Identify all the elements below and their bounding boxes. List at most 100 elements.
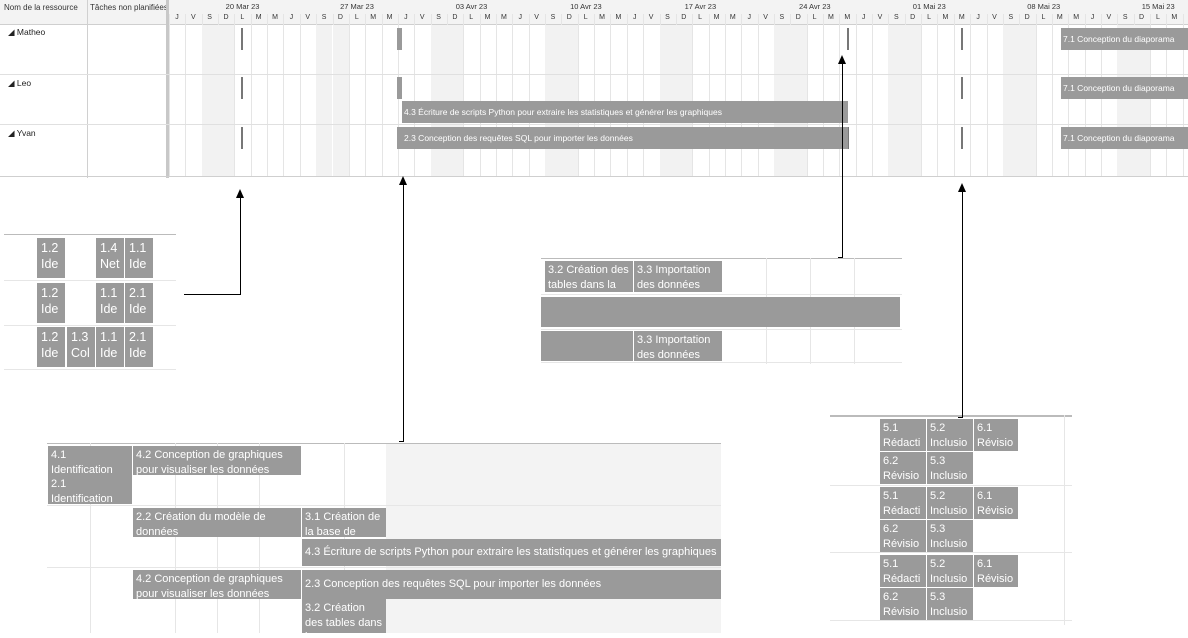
day-gridline [855,14,857,176]
table-divider[interactable] [166,0,169,178]
task-marker[interactable] [961,28,963,50]
day-gridline [643,14,645,176]
zoom-task-cell[interactable]: 4.1 Identification des statistiques [48,446,132,475]
zoom-task-cell[interactable]: 1.2 Ide [37,238,65,278]
task-marker[interactable] [961,77,963,99]
zoom-task-cell[interactable]: 1.1 Ide [96,283,124,323]
gantt-bar-diaporama[interactable]: 7.1 Conception du diaporama [1061,77,1188,99]
zoom-task-cell[interactable]: 1.4 Net [96,238,124,278]
zoom-task-cell[interactable]: 5.3 Inclusio [927,452,973,484]
zoom-task-cell[interactable]: 4.3 Écriture de scripts Python pour extr… [302,539,721,566]
zoom-task-cell[interactable]: 3.3 Importation des données [634,331,722,361]
day-label: J [976,14,980,21]
grid-line [47,505,721,506]
zoom-task-cell[interactable]: 3.2 Création des tables dans la [302,599,386,633]
zoom-task-cell[interactable]: 3.1 Création de la base de [302,508,386,537]
zoom-task-cell[interactable]: 5.1 Rédacti [880,419,926,451]
zoom-task-cell[interactable]: 5.3 Inclusio [927,520,973,552]
zoom-task-cell[interactable]: 3.2 Création des tables dans la [545,261,633,292]
zoom-task-cell[interactable]: 2.1 Ide [125,327,153,367]
day-label: V [763,14,768,21]
task-marker[interactable] [241,127,243,149]
zoom-task-cell[interactable]: 4.2 Conception de graphiques pour visual… [133,570,301,599]
day-gridline [708,14,710,176]
zoom-task-cell[interactable]: 1.3 Col [67,327,95,367]
column-header-unplanned[interactable]: Tâches non planifiées [90,3,168,12]
day-label: J [289,14,294,21]
day-gridline [626,14,628,176]
task-marker[interactable] [961,127,963,149]
zoom-task-cell[interactable]: 6.1 Révisio [974,555,1018,587]
day-gridline [692,14,694,176]
zoom-task-cell[interactable]: 2.3 Conception des requêtes SQL pour imp… [302,570,721,599]
day-gridline [414,14,416,176]
task-marker[interactable] [847,127,849,149]
day-label: L [240,14,245,21]
column-header-resource[interactable]: Nom de la ressource [4,3,78,12]
zoom-task-cell[interactable]: 6.1 Révisio [974,419,1018,451]
zoom-task-cell[interactable]: 1.1 Ide [96,327,124,367]
day-label: D [566,14,572,21]
zoom-task-cell[interactable]: 3.3 Importation des données [634,261,722,292]
day-label: L [354,14,359,21]
grid-line [259,443,260,633]
gantt-bar-diaporama[interactable]: 7.1 Conception du diaporama [1061,127,1188,149]
zoom-task-cell[interactable]: 2.1 Identification des tables [48,475,132,504]
zoom-task-cell[interactable]: 5.2 Inclusio [927,419,973,451]
week-label: 15 Mai 23 [1141,2,1175,11]
zoom-task-cell[interactable]: 6.2 Révisio [880,452,926,484]
gantt-header [0,0,1188,25]
day-gridline [479,14,481,176]
zoom-task-cell[interactable]: 4.2 Conception de graphiques pour visual… [133,446,301,475]
week-label: 27 Mar 23 [340,2,374,11]
zoom-task-cell[interactable]: 6.2 Révisio [880,588,926,620]
zoom-task-cell[interactable] [541,297,900,327]
resource-row-yvan[interactable]: ◢ Yvan [8,128,36,138]
zoom-task-cell[interactable]: 1.2 Ide [37,327,65,367]
zoom-task-cell[interactable]: 1.1 Ide [125,238,153,278]
zoom-task-cell[interactable] [541,331,633,361]
task-marker[interactable] [241,77,243,99]
weekend-shade [1002,25,1020,176]
zoom-task-cell[interactable]: 2.2 Création du modèle de données [133,508,301,537]
day-gridline [741,14,743,176]
zoom-task-cell[interactable]: 6.1 Révisio [974,487,1018,519]
day-label: S [550,14,556,21]
gantt-bottom-border [0,176,1188,177]
callout-line [962,192,963,418]
task-marker[interactable] [397,28,402,50]
zoom-task-cell[interactable]: 5.2 Inclusio [927,555,973,587]
week-label: 24 Avr 23 [799,2,831,11]
day-gridline [1051,14,1053,176]
zoom-task-cell[interactable]: 2.1 Ide [125,283,153,323]
callout-line [403,185,404,442]
weekend-shade [201,25,219,176]
column-divider[interactable] [87,0,88,178]
zoom-task-cell[interactable]: 5.2 Inclusio [927,487,973,519]
week-label: 10 Avr 23 [570,2,602,11]
resource-row-leo[interactable]: ◢ Leo [8,78,32,88]
resource-name: Yvan [16,128,36,138]
zoom-task-cell[interactable]: 5.1 Rédacti [880,487,926,519]
weekend-shade [888,25,905,176]
day-label: M [501,14,507,21]
day-label: V [190,14,196,21]
zoom-task-cell[interactable]: 1.2 Ide [37,283,65,323]
gantt-bar-diaporama[interactable]: 7.1 Conception du diaporama [1061,28,1188,50]
week-label: 08 Mai 23 [1027,2,1061,11]
day-label: J [632,14,637,21]
zoom-task-cell[interactable]: 5.3 Inclusio [927,588,973,620]
task-marker[interactable] [397,127,402,149]
zoom-task-cell[interactable]: 5.1 Rédacti [880,555,926,587]
resource-row-matheo[interactable]: ◢ Matheo [8,27,46,37]
day-label: M [942,14,949,21]
task-marker[interactable] [397,77,402,99]
day-label: D [795,14,801,21]
gantt-bar-sql-queries[interactable]: 2.3 Conception des requêtes SQL pour imp… [402,127,848,149]
gantt-bar-python-scripts[interactable]: 4.3 Écriture de scripts Python pour extr… [402,101,848,123]
zoom-task-cell[interactable]: 6.2 Révisio [880,520,926,552]
day-label: S [894,14,899,21]
day-label: M [386,14,393,21]
task-marker[interactable] [241,28,243,50]
task-marker[interactable] [847,28,849,50]
